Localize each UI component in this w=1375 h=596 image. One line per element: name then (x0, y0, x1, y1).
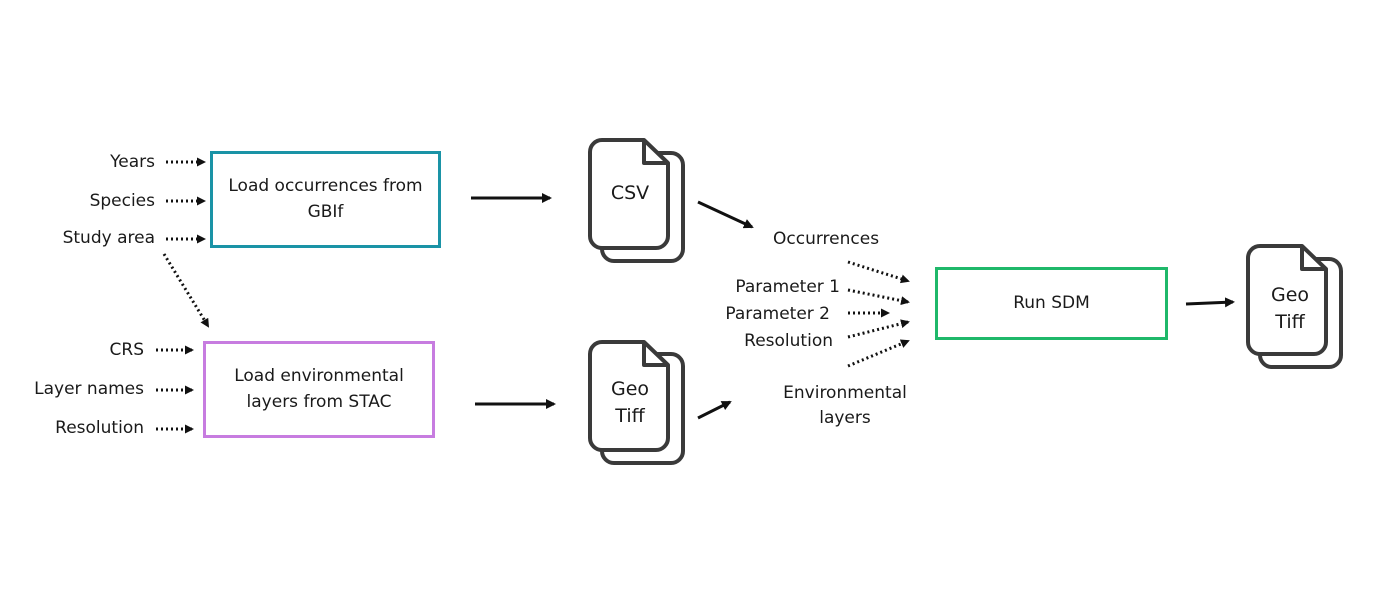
arrow-resolution-to-sdm (847, 319, 910, 339)
input-label-layer-names: Layer names (34, 379, 144, 399)
geotiff-env-doc-label: Geo Tiff (610, 378, 650, 427)
run-sdm-label: Run SDM (1013, 292, 1090, 313)
input-label-resolution: Resolution (55, 418, 144, 438)
sdm-input-resolution: Resolution (744, 331, 833, 351)
geotiff-output-document-icon (1246, 244, 1343, 369)
sdm-input-occurrences: Occurrences (773, 229, 880, 249)
arrow-csv-to-occurrences (697, 200, 754, 229)
geotiff-output-doc-label: Geo Tiff (1270, 284, 1310, 333)
geotiff-env-document-icon (588, 340, 685, 465)
arrow-tiff-to-env (697, 400, 732, 420)
load-env-layers-stac-box: Load environmental layers from STAC (203, 341, 435, 438)
input-label-crs: CRS (109, 340, 144, 360)
arrow-study-area-to-stac (162, 253, 210, 328)
arrow-occ-to-sdm (847, 260, 910, 284)
arrow-env-to-sdm (847, 339, 910, 368)
load-env-layers-stac-label: Load environmental layers from STAC (234, 366, 404, 412)
arrow-sdm-to-output (1185, 297, 1235, 308)
sdm-input-parameter-2: Parameter 2 (725, 304, 830, 324)
load-occurrences-gbif-box: Load occurrences from GBIf (210, 151, 441, 248)
csv-doc-label: CSV (610, 182, 650, 204)
run-sdm-box: Run SDM (935, 267, 1168, 340)
sdm-input-parameter-1: Parameter 1 (735, 277, 840, 297)
load-occurrences-gbif-label: Load occurrences from GBIf (228, 176, 423, 222)
input-label-years: Years (110, 152, 155, 172)
arrow-param1-to-sdm (847, 288, 910, 306)
sdm-input-environmental-layers: Environmental layers (783, 383, 907, 428)
csv-document-icon (588, 138, 685, 263)
input-label-species: Species (89, 191, 155, 211)
input-label-study-area: Study area (62, 228, 155, 248)
